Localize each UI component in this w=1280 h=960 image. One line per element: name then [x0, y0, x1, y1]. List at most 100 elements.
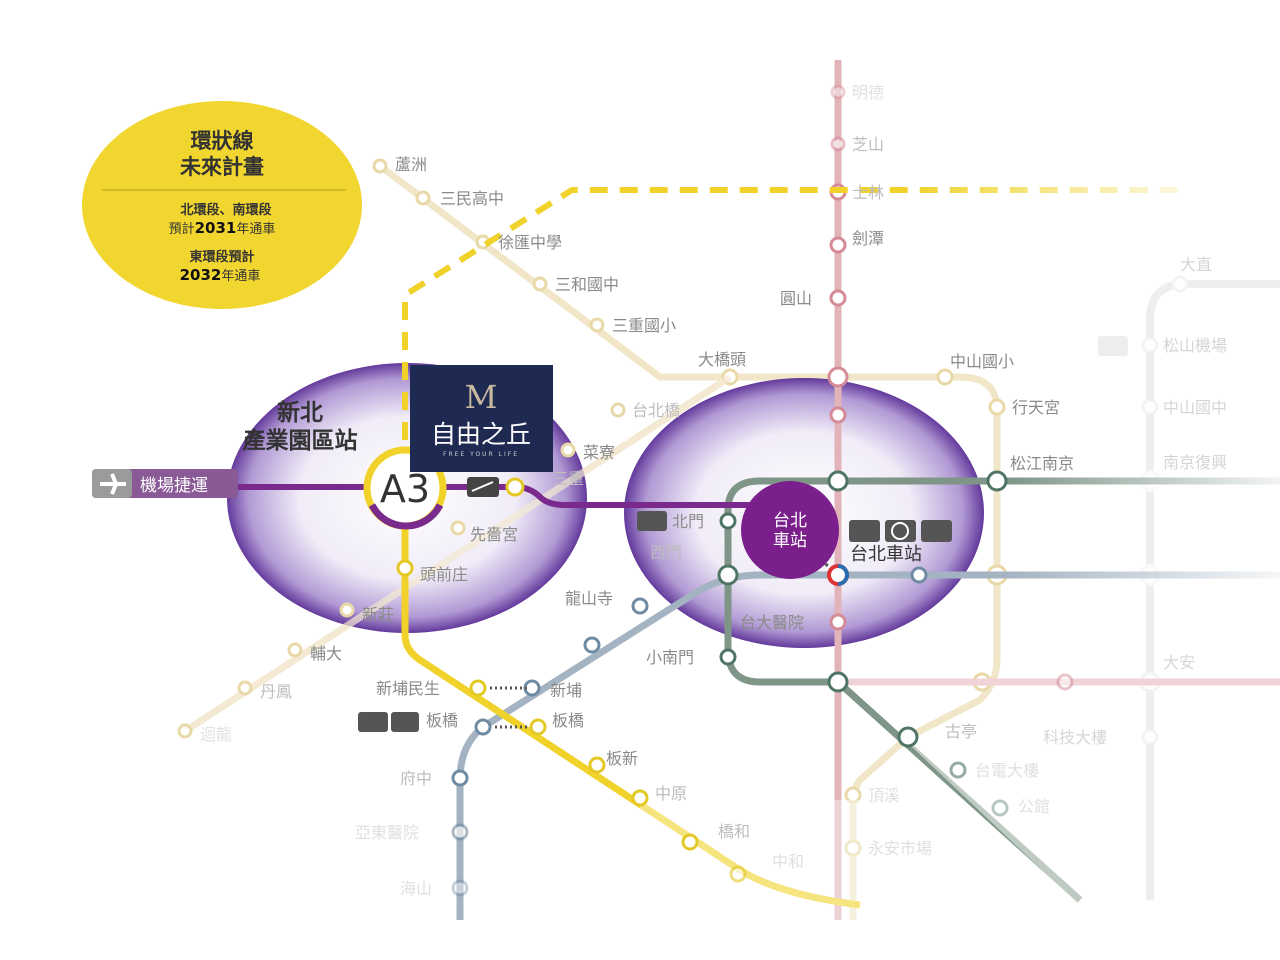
station-label: 公館 — [1018, 797, 1050, 816]
station-longshan-temple[interactable] — [631, 597, 649, 615]
station-label: 中原 — [655, 784, 687, 803]
station-zhongshan-elementary[interactable] — [936, 368, 954, 386]
station-sanchong-airport[interactable] — [505, 477, 525, 497]
station-xiaonanmen[interactable] — [719, 648, 737, 666]
highlight-station-name-line2: 產業園區站 — [243, 427, 358, 454]
station-label: 台電大樓 — [975, 761, 1039, 780]
station-label: 新埔 — [550, 681, 582, 700]
station-banqiao-yellow[interactable] — [529, 718, 547, 736]
station-label: 板橋 — [426, 711, 458, 730]
station-sanhe-junior-high[interactable] — [532, 276, 548, 292]
station-danfeng[interactable] — [237, 680, 253, 696]
station-minquan-w-rd[interactable] — [827, 366, 849, 388]
station-dingxi[interactable] — [844, 786, 862, 804]
station-label: 圓山 — [780, 289, 812, 308]
station-beimen[interactable] — [719, 512, 737, 530]
airport-mrt-label[interactable]: 機場捷運 — [92, 469, 238, 498]
station-songjiang-nanjing[interactable] — [986, 470, 1008, 492]
project-logo: M 自由之丘 FREE YOUR LIFE — [410, 365, 553, 472]
station-shandao-temple[interactable] — [910, 566, 928, 584]
station-fu-jen[interactable] — [287, 642, 303, 658]
logo-mark: M — [465, 378, 498, 416]
station-label: 士林 — [852, 183, 884, 202]
logo-name: 自由之丘 — [431, 420, 531, 449]
station-label: 台大醫院 — [740, 613, 804, 632]
badge-line1: 台北 — [773, 511, 807, 531]
station-label: 龍山寺 — [565, 589, 613, 608]
station-daan-park[interactable] — [1056, 673, 1074, 691]
hsr-icon — [358, 712, 388, 732]
airplane-icon — [100, 473, 126, 495]
station-label: 北門 — [672, 512, 704, 531]
station-label: 蘆洲 — [395, 155, 427, 174]
station-zhongshan-junior-high[interactable] — [1141, 398, 1159, 416]
station-label: 中和 — [772, 852, 804, 871]
station-label: 頭前庄 — [420, 565, 468, 584]
station-xinzhuang[interactable] — [339, 602, 355, 618]
station-mingde[interactable] — [830, 84, 846, 100]
station-dazhi[interactable] — [1171, 275, 1189, 293]
station-shuanglian[interactable] — [829, 406, 847, 424]
station-luzhou[interactable] — [372, 158, 388, 174]
station-code: A3 — [380, 467, 430, 511]
station-xinpu[interactable] — [523, 679, 541, 697]
station-zhonghe[interactable] — [729, 865, 747, 883]
station-zhongshan[interactable] — [827, 470, 849, 492]
station-touqianzhuang[interactable] — [396, 559, 414, 577]
station-cks-memorial[interactable] — [827, 671, 849, 693]
station-label: 明德 — [852, 83, 884, 102]
station-label: 頂溪 — [868, 786, 900, 805]
station-sanchong-elementary[interactable] — [589, 317, 605, 333]
station-taipower-building[interactable] — [949, 761, 967, 779]
station-haishan[interactable] — [451, 879, 469, 897]
station-far-eastern-hospital[interactable] — [451, 823, 469, 841]
station-jiangzicui[interactable] — [583, 636, 601, 654]
station-ntu-hospital[interactable] — [829, 613, 847, 631]
station-label: 永安市場 — [868, 839, 932, 858]
station-label: 中山國小 — [950, 352, 1014, 371]
station-xinpu-minsheng[interactable] — [469, 679, 487, 697]
station-yongan-market[interactable] — [844, 839, 862, 857]
station-banxin[interactable] — [588, 756, 606, 774]
station-guting[interactable] — [897, 726, 919, 748]
station-huilong[interactable] — [177, 723, 193, 739]
station-ximen[interactable] — [717, 564, 739, 586]
station-label: 亞東醫院 — [355, 823, 419, 842]
airport-mrt-icon — [637, 511, 667, 531]
airport-mrt-icon — [921, 520, 952, 542]
station-label: 大橋頭 — [698, 350, 746, 369]
station-sanmin-high-school[interactable] — [415, 190, 431, 206]
station-label: 南京復興 — [1163, 453, 1227, 472]
info-title-line1: 環狀線 — [191, 129, 254, 153]
info-east: 東環段預計 — [189, 249, 254, 265]
station-banqiao-blue[interactable] — [474, 718, 492, 736]
station-fuzhong[interactable] — [451, 769, 469, 787]
station-xianse-temple[interactable] — [450, 520, 466, 536]
station-a3[interactable]: A3 — [363, 446, 447, 530]
station-xingtian-temple[interactable] — [988, 398, 1006, 416]
station-label: 新莊 — [362, 605, 394, 624]
station-taipei-main[interactable]: 台北 車站 台北車站 — [741, 481, 952, 586]
station-taipei-bridge[interactable] — [610, 402, 626, 418]
station-label: 小南門 — [646, 648, 694, 667]
station-songshan-airport[interactable] — [1141, 336, 1159, 354]
station-jiantan[interactable] — [829, 236, 847, 254]
station-label: 松江南京 — [1010, 454, 1074, 473]
station-zhongyuan[interactable] — [631, 789, 649, 807]
station-label: 中山國中 — [1163, 398, 1227, 417]
station-technology-building[interactable] — [1141, 728, 1159, 746]
circular-line: 頭前庄 新埔民生 板橋 板新 中原 橋和 中和 — [376, 180, 1198, 920]
station-cailiao[interactable] — [560, 442, 576, 458]
station-label: 三重 — [552, 469, 584, 488]
station-label: 松山機場 — [1163, 336, 1227, 355]
station-label: 芝山 — [852, 135, 884, 154]
station-label: 古亭 — [945, 722, 977, 741]
station-gongguan[interactable] — [991, 799, 1009, 817]
station-zhishan[interactable] — [830, 136, 846, 152]
info-title-line2: 未來計畫 — [180, 155, 264, 179]
station-label: 新埔民生 — [376, 679, 440, 698]
station-label: 大直 — [1180, 255, 1212, 274]
station-yuanshan[interactable] — [829, 289, 847, 307]
station-qiaohe[interactable] — [681, 833, 699, 851]
